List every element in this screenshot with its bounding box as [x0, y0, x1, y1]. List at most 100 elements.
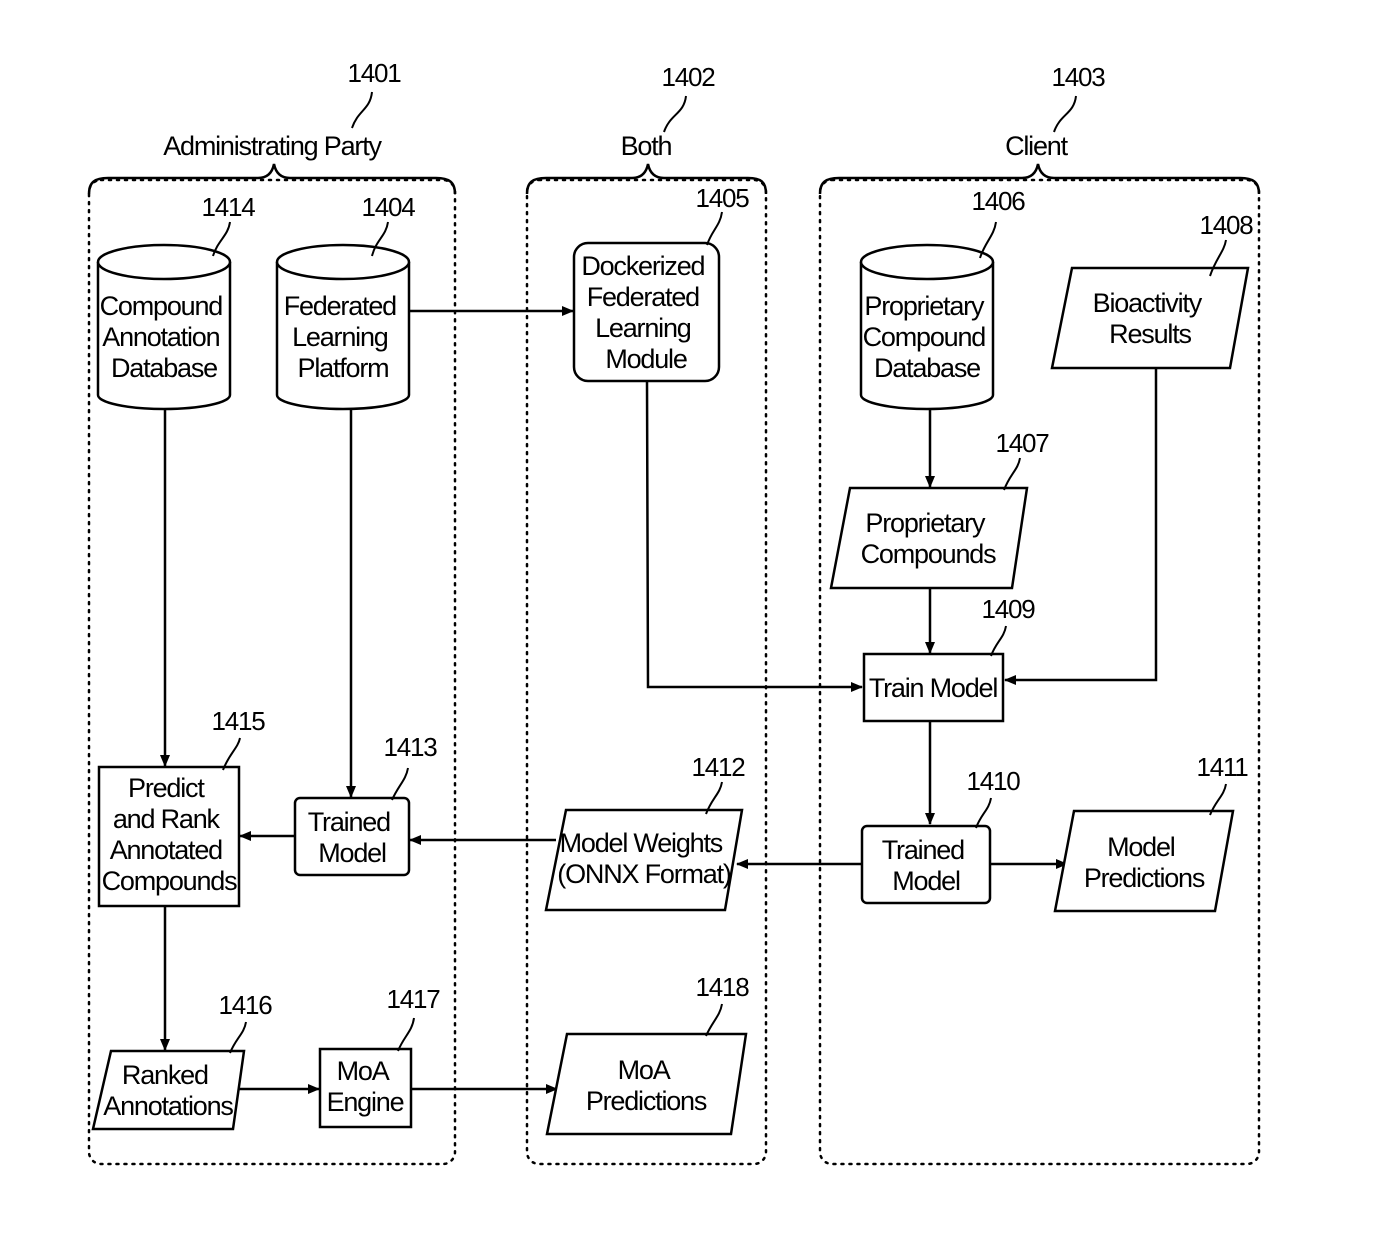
node-shape [572, 241, 721, 383]
node-shape [97, 765, 241, 908]
ref-number: 1418 [695, 972, 749, 1002]
cylinder-top [275, 243, 411, 281]
node-shape [544, 808, 744, 912]
node-label: Proprietary Compound Database [863, 291, 992, 383]
cylinder-body [859, 262, 995, 411]
ref-number: 1414 [201, 192, 255, 222]
arrow-1408-to-1409 [1004, 368, 1158, 685]
node-train-model: Train Model 1409 [862, 594, 1036, 723]
ref-leader [229, 1021, 247, 1054]
ref-leader [1003, 457, 1021, 491]
node-shape [318, 1047, 413, 1129]
group-both-brace [525, 163, 768, 195]
ref-number: 1411 [1196, 752, 1248, 782]
ref-number: 1409 [981, 594, 1035, 624]
ref-number: 1407 [995, 428, 1049, 458]
ref-number: 1416 [218, 990, 272, 1020]
group-both: Both 1402 [525, 62, 768, 1166]
node-label: Compound Annotation Database [100, 291, 229, 383]
node-label: Predict and Rank Annotated Compounds [102, 773, 237, 896]
ref-number: 1408 [1199, 210, 1253, 240]
node-label: Proprietary Compounds [861, 508, 996, 569]
group-admin-label: Administrating Party [163, 131, 382, 161]
node-shape [545, 1032, 748, 1136]
node-label: Model Weights (ONNX Format) [557, 828, 731, 889]
node-shape [829, 486, 1029, 590]
node-shape [860, 824, 992, 905]
group-admin-ref: 1401 [347, 58, 401, 88]
cylinder-top [96, 243, 232, 281]
cylinder-top [859, 243, 995, 281]
ref-leader [975, 797, 992, 829]
ref-leader [979, 221, 997, 259]
group-client-border [818, 178, 1261, 1166]
cylinder-body [96, 262, 232, 411]
group-both-border [525, 178, 768, 1166]
node-label: Federated Learning Platform [284, 291, 403, 383]
ref-leader [212, 221, 231, 257]
ref-number: 1415 [211, 706, 265, 736]
node-moa-engine: MoA Engine 1417 [318, 984, 441, 1129]
node-compound-annotation-database: Compound Annotation Database 1414 [96, 192, 256, 411]
ref-number: 1417 [386, 984, 440, 1014]
node-trained-model-client: Trained Model 1410 [860, 766, 1021, 905]
ref-leader [706, 211, 723, 246]
group-admin-leader [351, 91, 373, 129]
node-ranked-annotations: Ranked Annotations 1416 [91, 990, 273, 1131]
cylinder-body [275, 262, 411, 411]
ref-leader [391, 767, 409, 801]
ref-leader [397, 1017, 415, 1052]
node-federated-learning-platform: Federated Learning Platform 1404 [275, 192, 416, 411]
ref-leader [371, 221, 389, 257]
node-shape [91, 1049, 246, 1131]
ref-leader [705, 781, 723, 815]
group-both-leader [663, 95, 687, 133]
node-moa-predictions: MoA Predictions 1418 [545, 972, 750, 1136]
arrow-1405-to-1409 [645, 380, 863, 692]
node-model-weights: Model Weights (ONNX Format) 1412 [544, 752, 746, 912]
group-both-ref: 1402 [661, 62, 715, 92]
group-client-leader [1053, 95, 1077, 133]
node-shape [862, 652, 1005, 723]
node-shape [1050, 266, 1250, 370]
group-client-label: Client [1005, 131, 1069, 161]
node-label: MoA Engine [327, 1056, 404, 1117]
group-administrating-party: Administrating Party 1401 [87, 58, 457, 1166]
ref-leader [990, 625, 1007, 657]
ref-leader [222, 737, 241, 771]
node-dockerized-federated-learning-module: Dockerized Federated Learning Module 140… [572, 183, 750, 383]
group-both-label: Both [621, 131, 672, 161]
group-client-ref: 1403 [1051, 62, 1105, 92]
ref-number: 1410 [966, 766, 1020, 796]
node-model-predictions: Model Predictions 1411 [1053, 752, 1249, 913]
node-label: Trained Model [882, 835, 970, 896]
node-predict-and-rank: Predict and Rank Annotated Compounds 141… [97, 706, 266, 908]
node-proprietary-compounds: Proprietary Compounds 1407 [829, 428, 1050, 590]
ref-leader [1209, 783, 1227, 816]
group-client: Client 1403 [818, 62, 1261, 1166]
node-trained-model-admin: Trained Model 1413 [293, 732, 438, 877]
ref-leader [1209, 239, 1227, 277]
ref-number: 1412 [691, 752, 745, 782]
connectors [160, 306, 1158, 1094]
node-shape [1053, 809, 1235, 913]
ref-number: 1405 [695, 183, 749, 213]
group-client-brace [818, 163, 1261, 195]
node-label: Trained Model [308, 807, 396, 868]
node-label: Ranked Annotations [103, 1060, 233, 1121]
node-label: Bioactivity Results [1093, 288, 1208, 349]
ref-leader [705, 1003, 723, 1037]
ref-number: 1404 [361, 192, 415, 222]
group-admin-brace [87, 163, 457, 195]
ref-number: 1413 [383, 732, 437, 762]
node-shape [293, 796, 411, 877]
node-label: Model Predictions [1084, 832, 1205, 893]
ref-number: 1406 [971, 186, 1025, 216]
node-bioactivity-results: Bioactivity Results 1408 [1050, 210, 1254, 370]
node-label: Dockerized Federated Learning Module [581, 251, 710, 374]
node-label: MoA Predictions [586, 1055, 707, 1116]
node-label: Train Model [869, 673, 998, 703]
group-admin-border [87, 178, 457, 1166]
node-proprietary-compound-database: Proprietary Compound Database 1406 [859, 186, 1026, 411]
